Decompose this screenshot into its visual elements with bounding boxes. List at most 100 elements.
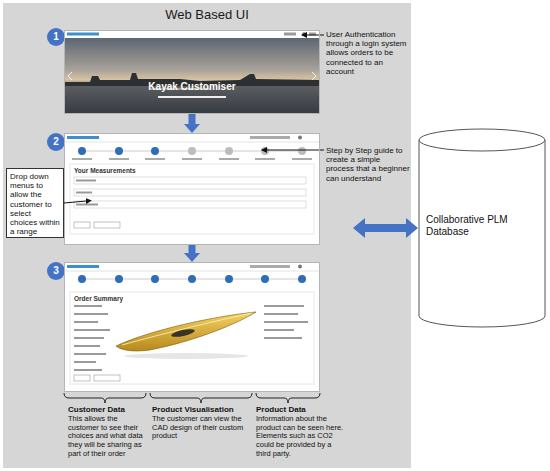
separator (64, 142, 320, 143)
subtitle-bar (158, 96, 226, 98)
summary-row (74, 329, 110, 331)
step-dot (225, 147, 233, 155)
summary-row (74, 345, 100, 347)
callout-text: Step by Step guide to create a simple pr… (326, 146, 410, 183)
step-dot (188, 147, 196, 155)
summary-row (74, 361, 96, 363)
step-circle (47, 28, 65, 46)
step-number-text: 1 (47, 31, 65, 43)
kayak-deck-line (122, 313, 252, 345)
step-number-text: 2 (47, 136, 65, 148)
flow-arrow (64, 201, 86, 203)
step-caption (219, 158, 239, 160)
logo-mark (67, 136, 99, 139)
step-dot (225, 275, 233, 283)
field-value (76, 180, 96, 182)
form-button (94, 222, 120, 228)
step-number: 2 (47, 133, 65, 151)
kayak-hull (116, 312, 256, 351)
leader-line (302, 35, 324, 36)
step-dot (78, 275, 86, 283)
kayak-cockpit (171, 328, 196, 339)
form-button (74, 375, 90, 381)
carousel-chevron (312, 72, 316, 80)
step-dot (188, 275, 196, 283)
product-data-row (264, 313, 298, 315)
form-heading: Your Measurements (74, 167, 274, 174)
screen-title: Kayak Customiser (65, 81, 319, 93)
step-dot (151, 147, 159, 155)
login-icon (298, 136, 302, 140)
step-circle (47, 133, 65, 151)
dropdown-field (74, 201, 306, 208)
section-heading: Product Data (256, 405, 346, 414)
login-icon (298, 265, 302, 269)
description-text: Information about the product can be see… (256, 415, 346, 458)
step-caption (109, 158, 129, 160)
separator (64, 271, 320, 272)
step-number: 3 (47, 262, 65, 280)
screenshot: Your Measurements (64, 133, 320, 245)
step-dot (261, 147, 269, 155)
menu-item (284, 33, 296, 36)
step-dot (151, 275, 159, 283)
form-button (74, 222, 90, 228)
product-data-row (264, 305, 304, 307)
description-text: The customer can view the CAD design of … (152, 415, 252, 441)
step-caption (182, 158, 202, 160)
hero-photo (64, 38, 320, 114)
menu-item (250, 265, 290, 268)
step-caption (145, 158, 165, 160)
screenshot: Kayak Customiser (64, 30, 320, 114)
field-value (76, 192, 92, 194)
step-circle (47, 262, 65, 280)
section-title: Web Based UI (3, 8, 411, 23)
description-text: This allows the customer to see their ch… (68, 415, 148, 458)
callout-box: Drop down menus to allow the customer to… (6, 168, 64, 238)
step-dot (261, 275, 269, 283)
step-caption (72, 158, 92, 160)
summary-panel (70, 292, 314, 384)
header-bar (64, 30, 320, 38)
field-value (76, 204, 98, 206)
summary-row (74, 305, 102, 307)
section-heading: Product Visualisation (152, 405, 252, 414)
step-caption (292, 158, 312, 160)
step-dot (298, 275, 306, 283)
logo-mark (67, 33, 99, 36)
product-data-row (264, 337, 302, 339)
summary-row (74, 313, 108, 315)
form-button (94, 375, 120, 381)
callout-text: User Authentication through a login syst… (326, 30, 410, 76)
database-label: Collaborative PLM Database (426, 214, 538, 237)
database-cylinder: Collaborative PLM Database (418, 128, 546, 328)
callout-text: Drop down menus to allow the customer to… (10, 172, 60, 236)
summary-heading: Order Summary (74, 295, 274, 302)
summary-row (74, 337, 104, 339)
leader-line (262, 150, 324, 151)
logo-mark (67, 265, 99, 268)
step-caption (255, 158, 275, 160)
dropdown-field (74, 177, 306, 184)
dropdown-field (74, 189, 306, 196)
step-dot (115, 275, 123, 283)
cylinder-top (419, 129, 545, 151)
step-dot (78, 147, 86, 155)
cylinder-body (419, 140, 545, 327)
screenshot: Order Summary (64, 262, 320, 392)
kayak-shadow (124, 353, 248, 359)
step-dot (298, 147, 306, 155)
section-heading: Customer Data (68, 405, 148, 414)
form-panel (70, 164, 314, 234)
product-data-row (264, 321, 308, 323)
step-number-text: 3 (47, 265, 65, 277)
summary-row (74, 369, 102, 371)
step-dot (115, 147, 123, 155)
product-data-row (264, 329, 294, 331)
menu-item (250, 136, 290, 139)
carousel-chevron (68, 72, 72, 80)
step-number: 1 (47, 28, 65, 46)
screen-background (64, 262, 320, 392)
summary-row (74, 321, 98, 323)
summary-row (74, 353, 106, 355)
